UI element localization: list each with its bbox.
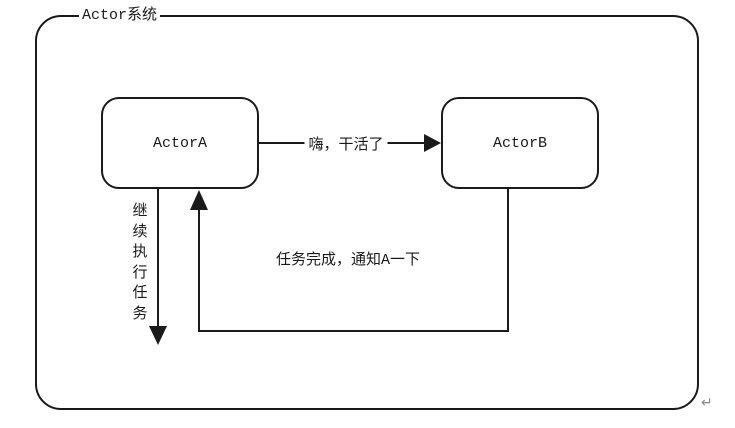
- arrow-a-to-b-head-icon: [424, 134, 441, 152]
- arrow-b-to-a-segment-across[interactable]: [198, 330, 509, 332]
- arrow-a-continue-head-icon: [149, 326, 167, 345]
- node-actor-a-label: ActorA: [152, 134, 207, 152]
- node-actor-a[interactable]: ActorA: [101, 97, 259, 189]
- actor-system-title: Actor系统: [79, 6, 161, 25]
- arrow-b-to-a-segment-down[interactable]: [507, 189, 509, 332]
- arrow-a-continue-line[interactable]: [157, 189, 159, 327]
- arrow-a-continue-label: 继 续 执 行 任 务: [132, 203, 148, 323]
- arrow-a-to-b-label: 嗨，干活了: [304, 133, 388, 154]
- paragraph-return-mark: ↵: [701, 395, 713, 411]
- arrow-b-to-a-segment-up[interactable]: [198, 210, 200, 332]
- actor-system-frame[interactable]: [35, 15, 699, 410]
- arrow-b-to-a-head-icon: [190, 190, 208, 210]
- node-actor-b-label: ActorB: [492, 134, 547, 152]
- node-actor-b[interactable]: ActorB: [441, 97, 599, 189]
- arrow-b-to-a-label: 任务完成，通知A一下: [276, 252, 421, 269]
